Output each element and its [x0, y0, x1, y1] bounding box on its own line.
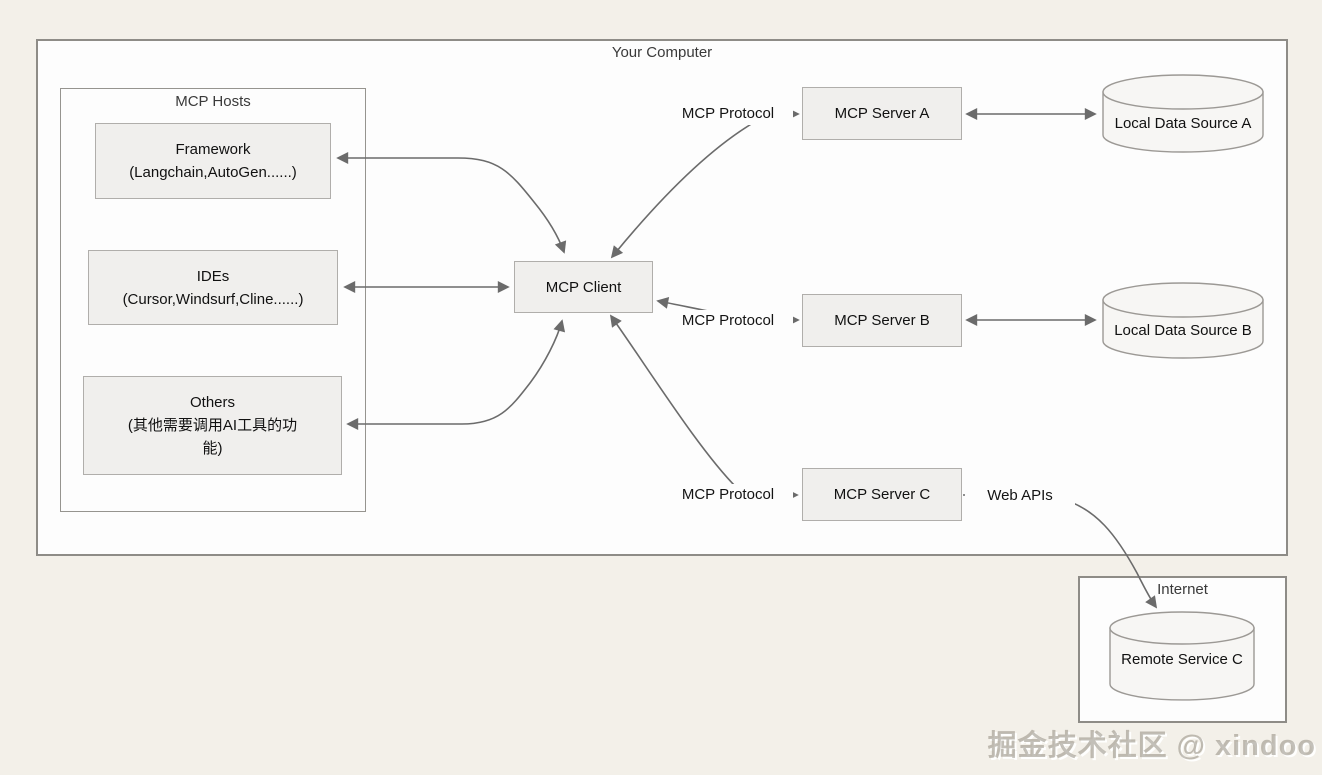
remote-service-c-label: Remote Service C [1121, 651, 1243, 668]
framework-title: Framework [175, 141, 251, 158]
mcp-server-b-node: MCP Server B [802, 294, 962, 347]
mcp-protocol-label-a: MCP Protocol [663, 103, 793, 125]
ides-node: IDEs (Cursor,Windsurf,Cline......) [88, 250, 338, 325]
watermark-text: 掘金技术社区 @ xindoo [987, 730, 1316, 762]
others-node: Others (其他需要调用AI工具的功能) [83, 376, 342, 475]
mcp-server-b-label: MCP Server B [834, 312, 930, 329]
mcp-server-c-node: MCP Server C [802, 468, 962, 521]
internet-title: Internet [1157, 581, 1208, 598]
mcp-server-c-label: MCP Server C [833, 486, 931, 503]
mcp-protocol-label-b: MCP Protocol [663, 310, 793, 332]
framework-subtitle: (Langchain,AutoGen......) [129, 164, 297, 181]
mcp-client-label: MCP Client [545, 278, 622, 296]
your-computer-title: Your Computer [611, 44, 713, 61]
local-data-source-a-label: Local Data Source A [1114, 115, 1252, 132]
mcp-protocol-label-c: MCP Protocol [663, 484, 793, 506]
mcp-hosts-title: MCP Hosts [175, 93, 251, 110]
mcp-server-a-label: MCP Server A [834, 105, 930, 122]
others-title: Others [189, 394, 235, 411]
mcp-client-node: MCP Client [514, 261, 653, 313]
ides-title: IDEs [196, 267, 230, 285]
mcp-server-a-node: MCP Server A [802, 87, 962, 140]
framework-node: Framework (Langchain,AutoGen......) [95, 123, 331, 199]
ides-subtitle: (Cursor,Windsurf,Cline......) [122, 290, 304, 308]
others-subtitle: (其他需要调用AI工具的功能) [127, 417, 298, 457]
local-data-source-b-label: Local Data Source B [1114, 322, 1252, 339]
web-apis-label: Web APIs [965, 485, 1075, 507]
